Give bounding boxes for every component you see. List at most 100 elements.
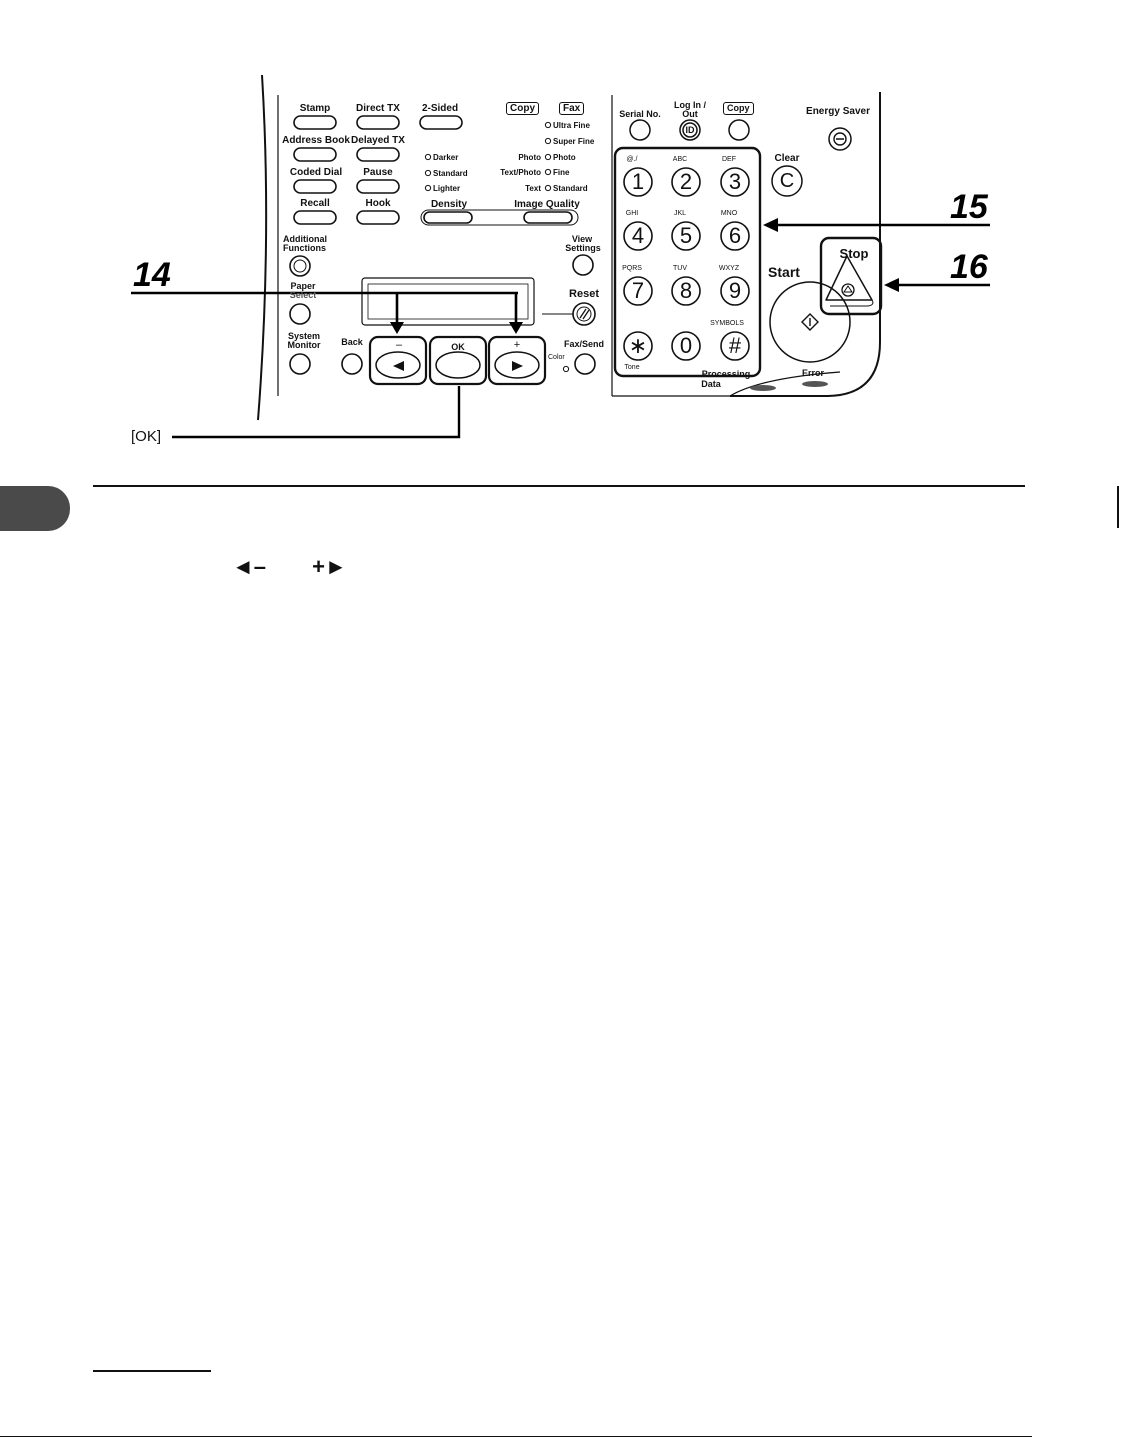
energy-saver-icon xyxy=(833,132,847,146)
panel-left-edge xyxy=(257,74,268,421)
fine-fax-label: Fine xyxy=(553,168,570,177)
keypad-letters-1: ABC xyxy=(672,156,688,163)
image-quality-label: Image Quality xyxy=(514,199,580,210)
additional-label-2: Functions xyxy=(283,243,326,253)
reset-inner xyxy=(576,306,592,322)
keypad-key-4[interactable] xyxy=(671,221,701,251)
darker-led xyxy=(424,153,432,161)
system-label: System xyxy=(287,331,321,341)
keypad-digit-4: 5 xyxy=(679,223,693,248)
keypad-key-7[interactable] xyxy=(671,276,701,306)
chapter-tab xyxy=(0,486,70,531)
stop-button xyxy=(825,255,873,301)
image-quality-button xyxy=(523,211,573,224)
processing-lamp xyxy=(750,385,776,391)
keypad-frame xyxy=(613,146,762,378)
callout-16: 16 xyxy=(950,248,988,286)
hook-button xyxy=(356,210,400,225)
keypad-key-11[interactable] xyxy=(720,331,750,361)
start-label: Start xyxy=(768,264,800,280)
photo-led xyxy=(544,153,552,161)
recall-label: Recall xyxy=(300,198,330,209)
lighter-led xyxy=(424,184,432,192)
error-lamp xyxy=(802,381,828,387)
keypad-digit-10: 0 xyxy=(679,333,693,358)
plus-right-key-box xyxy=(487,335,547,386)
keypad-letters-8: WXYZ xyxy=(718,265,740,272)
color-label: Color xyxy=(548,354,565,361)
keypad-key-10[interactable] xyxy=(671,331,701,361)
keypad-digit-1: 2 xyxy=(679,169,693,194)
stop-icon-inner xyxy=(843,285,853,293)
energy-saver-button xyxy=(828,127,852,151)
density-quality-bar xyxy=(420,209,579,226)
fax-send-button xyxy=(574,353,596,375)
serial-no-label: Serial No. xyxy=(619,109,661,119)
keypad-key-8[interactable] xyxy=(720,276,750,306)
coded-dial-label: Coded Dial xyxy=(289,167,343,178)
keypad-letters-5: MNO xyxy=(720,210,738,217)
direct-tx-button xyxy=(356,115,400,130)
fax-send-label: Fax/Send xyxy=(563,339,605,349)
keypad-key-1[interactable] xyxy=(671,167,701,197)
keypad-digit-7: 8 xyxy=(679,278,693,303)
text-photo-copy-label: Text/Photo xyxy=(500,168,541,177)
coded-dial-button xyxy=(293,179,337,194)
keypad-key-2[interactable] xyxy=(720,167,750,197)
fine-led xyxy=(544,168,552,176)
keypad-digit-6: 7 xyxy=(631,278,645,303)
start-button xyxy=(769,281,851,363)
keypad-key-3[interactable] xyxy=(623,221,653,251)
lcd-screen-outer xyxy=(361,277,535,326)
back-button xyxy=(341,353,363,375)
recall-button xyxy=(293,210,337,225)
hook-label: Hook xyxy=(365,198,391,209)
keypad-key-6[interactable] xyxy=(623,276,653,306)
super-fine-label: Super Fine xyxy=(553,137,595,146)
stop-icon xyxy=(841,283,855,297)
fax-tag: Fax xyxy=(559,102,585,115)
stop-box xyxy=(819,236,883,316)
callout-15: 15 xyxy=(950,188,988,226)
reset-label: Reset xyxy=(569,288,599,300)
keypad-key-5[interactable] xyxy=(720,221,750,251)
ok-callout-label: [OK] xyxy=(131,428,162,445)
reset-slash-1 xyxy=(579,308,587,319)
additional-functions-button xyxy=(289,255,311,277)
paper-label: Paper xyxy=(290,281,316,291)
standard-density-led xyxy=(424,169,432,177)
keypad-letters-3: GHI xyxy=(625,210,639,217)
two-sided-label: 2-Sided xyxy=(421,103,459,114)
keypad-letters-9: Tone xyxy=(624,364,640,371)
photo-fax-label: Photo xyxy=(553,153,576,162)
standard-fax-label: Standard xyxy=(553,184,588,193)
stop-label: Stop xyxy=(839,246,869,261)
two-sided-button xyxy=(419,115,463,130)
keypad-key-0[interactable] xyxy=(623,167,653,197)
direct-tx-label: Direct TX xyxy=(356,103,400,114)
ultra-fine-label: Ultra Fine xyxy=(553,121,590,130)
keypad-digit-5: 6 xyxy=(728,223,742,248)
additional-functions-inner xyxy=(293,259,307,273)
lcd-screen-inner xyxy=(367,283,529,320)
arrow-keys-hint: ◄– +► xyxy=(232,554,347,580)
keypad-key-9[interactable] xyxy=(623,331,653,361)
lighter-label: Lighter xyxy=(433,184,461,193)
plus-sign-label: + xyxy=(513,339,521,351)
text-copy-label: Text xyxy=(525,184,541,193)
stop-button-shadow xyxy=(830,299,874,307)
stamp-label: Stamp xyxy=(299,103,331,114)
delayed-tx-label: Delayed TX xyxy=(351,135,405,146)
processing-label: Processing xyxy=(701,369,751,379)
serial-no-button xyxy=(629,119,651,141)
system-monitor-button xyxy=(289,353,311,375)
copy-key-label: Copy xyxy=(723,102,754,115)
error-label: Error xyxy=(801,368,825,378)
additional-label-1: Additional xyxy=(283,234,327,244)
pause-button xyxy=(356,179,400,194)
callout-14-arrowhead-right xyxy=(509,322,523,334)
view-label: View xyxy=(571,234,593,244)
callout-14-arrowhead-left xyxy=(390,322,404,334)
view-settings-button xyxy=(572,254,594,276)
